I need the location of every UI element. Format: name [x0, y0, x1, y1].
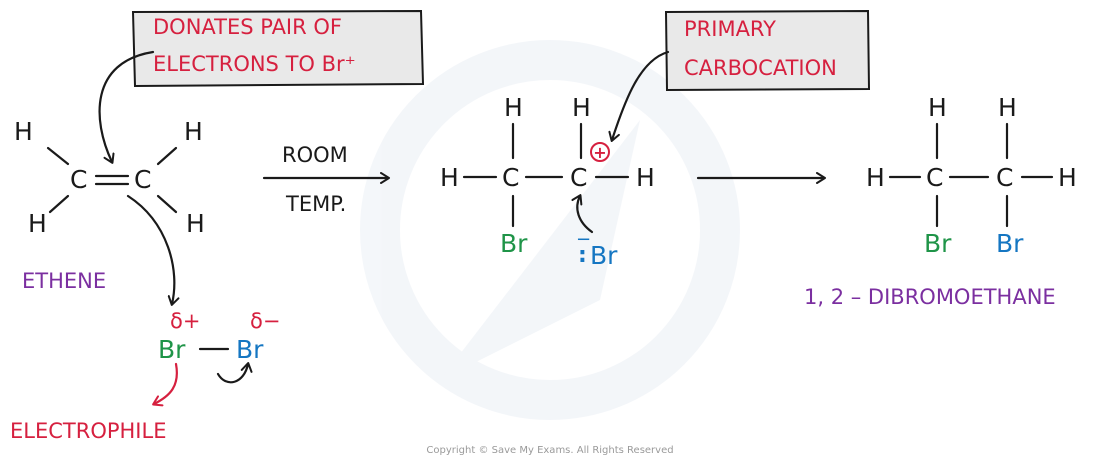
product-c1: C: [926, 163, 943, 192]
product-molecule: H H H C C H Br Br: [866, 93, 1077, 258]
ethene-bond-c-h: [46, 146, 70, 166]
product-name-label: 1, 2 – DIBROMOETHANE: [804, 285, 1056, 309]
carbocation-intermediate: H H H C C H Br +: [440, 93, 655, 258]
ethene-h-top-right: H: [184, 117, 203, 146]
electrophile-label: ELECTROPHILE: [10, 419, 166, 443]
bromide-lone-pair: :: [578, 243, 587, 268]
product-h-left: H: [866, 163, 885, 192]
ethene-c-right: C: [134, 165, 151, 194]
ethene-molecule: H H H H C C: [14, 117, 205, 238]
intermediate-h-left: H: [440, 163, 459, 192]
ethene-c-left: C: [70, 165, 87, 194]
carbocation-pointer-arrow: [608, 50, 670, 142]
callout-primary-line1: PRIMARY: [684, 17, 776, 41]
product-h-top-c1: H: [928, 93, 947, 122]
bromide-ion: − : Br: [576, 229, 618, 270]
product-c2: C: [996, 163, 1013, 192]
intermediate-c1: C: [502, 163, 519, 192]
bromine-molecule: δ+ δ− Br Br: [158, 309, 280, 364]
ethene-label: ETHENE: [22, 269, 106, 293]
bromide-attack-curly-arrow: [571, 194, 594, 234]
callout-donates-line2: ELECTRONS TO Br⁺: [153, 52, 356, 76]
callout-box: [664, 9, 871, 92]
delta-plus-label: δ+: [170, 309, 200, 333]
delta-minus-label: δ−: [250, 309, 280, 333]
product-br-c2: Br: [996, 229, 1024, 258]
ethene-bond-c-h: [156, 146, 178, 166]
ethene-h-bottom-left: H: [28, 209, 47, 238]
ethene-bond-c-h: [48, 194, 70, 214]
br-br-bond-curly-arrow: [216, 362, 253, 384]
intermediate-h-right: H: [636, 163, 655, 192]
electrophile-pointer-arrow: [152, 362, 178, 407]
product-h-right: H: [1058, 163, 1077, 192]
ethene-h-bottom-right: H: [186, 209, 205, 238]
bromide-br: Br: [590, 241, 618, 270]
br-negative: Br: [236, 335, 264, 364]
callout-donates-electrons: DONATES PAIR OF ELECTRONS TO Br⁺: [131, 9, 425, 88]
bromide-minus: −: [576, 229, 591, 250]
condition-temp-label: TEMP.: [285, 192, 346, 216]
callout-pointer-arrow: [98, 50, 155, 164]
product-h-top-c2: H: [998, 93, 1017, 122]
callout-primary-line2: CARBOCATION: [684, 56, 837, 80]
pi-electron-curly-arrow: [126, 194, 180, 306]
callout-donates-line1: DONATES PAIR OF: [153, 15, 342, 39]
intermediate-br: Br: [500, 229, 528, 258]
copyright-text: Copyright © Save My Exams. All Rights Re…: [426, 445, 673, 456]
positive-charge-circle: [590, 142, 610, 162]
br-positive: Br: [158, 335, 186, 364]
intermediate-h-top-c1: H: [504, 93, 523, 122]
watermark-logo: [360, 40, 740, 420]
ethene-h-top-left: H: [14, 117, 33, 146]
callout-primary-carbocation: PRIMARY CARBOCATION: [664, 9, 871, 92]
product-br-c1: Br: [924, 229, 952, 258]
ethene-bond-c-h: [156, 194, 178, 214]
intermediate-h-top-c2: H: [572, 93, 591, 122]
intermediate-c2: C: [570, 163, 587, 192]
callout-box: [131, 9, 425, 88]
condition-room-label: ROOM: [282, 143, 348, 167]
positive-charge-sign: +: [593, 143, 606, 162]
